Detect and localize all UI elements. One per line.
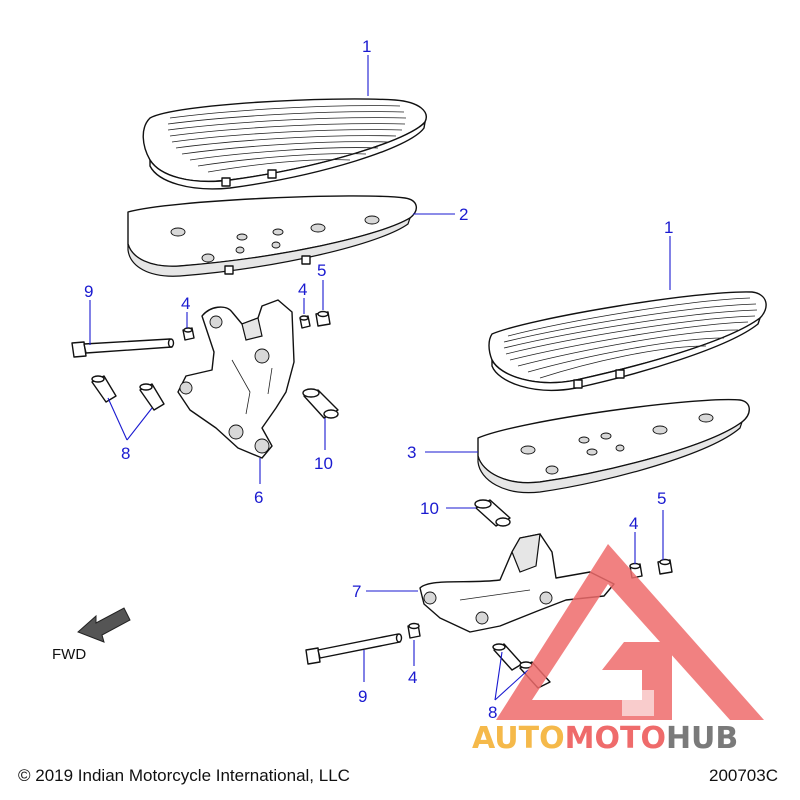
callout-9b: 9 [358, 687, 367, 706]
wordmark-moto: MOTO [564, 721, 666, 756]
callout-1b: 1 [664, 218, 673, 237]
short-bolts-left [91, 375, 165, 411]
fwd-arrow-icon [77, 607, 131, 643]
nut-right-5 [657, 558, 673, 575]
fwd-label: FWD [52, 646, 87, 663]
nut-right-4b [407, 622, 421, 639]
callout-5b: 5 [657, 489, 666, 508]
spacer-right [474, 499, 511, 527]
callout-8b: 8 [488, 703, 497, 722]
floorboard-pan-left [127, 195, 417, 277]
spacer-left [302, 388, 339, 419]
callout-4a: 4 [181, 294, 190, 313]
callout-5a: 5 [317, 261, 326, 280]
bolt-long-left [71, 338, 175, 358]
callout-1a: 1 [362, 37, 371, 56]
callout-10b: 10 [420, 499, 439, 518]
wordmark-hub: HUB [665, 721, 739, 756]
callout-9a: 9 [84, 282, 93, 301]
callout-7: 7 [352, 582, 361, 601]
bracket-right [419, 533, 615, 633]
bolt-long-right [305, 633, 403, 665]
figure-id: 200703C [708, 766, 778, 785]
automotohub-wordmark: AUTOMOTOHUB [472, 721, 738, 756]
callout-4b: 4 [298, 280, 307, 299]
callout-2: 2 [459, 205, 468, 224]
callout-3: 3 [407, 443, 416, 462]
callout-4d: 4 [408, 668, 417, 687]
nut-left-5 [315, 310, 331, 327]
floorboard-pan-right [477, 398, 750, 494]
leader-lines [89, 55, 671, 701]
callout-10a: 10 [314, 454, 333, 473]
wordmark-auto: AUTO [472, 721, 565, 756]
bracket-left [177, 299, 295, 459]
automotohub-logo-icon [496, 544, 764, 720]
footboard-upper-left [142, 98, 427, 190]
copyright-notice: © 2019 Indian Motorcycle International, … [18, 766, 350, 785]
callout-6: 6 [254, 488, 263, 507]
callout-labels: 1 2 9 4 4 5 8 10 6 1 3 10 5 4 7 9 4 8 [84, 37, 673, 722]
callout-8a: 8 [121, 444, 130, 463]
callout-4c: 4 [629, 514, 638, 533]
footboard-upper-right [488, 291, 767, 392]
nut-left-4b [299, 315, 311, 329]
nut-left-4a [182, 327, 195, 341]
